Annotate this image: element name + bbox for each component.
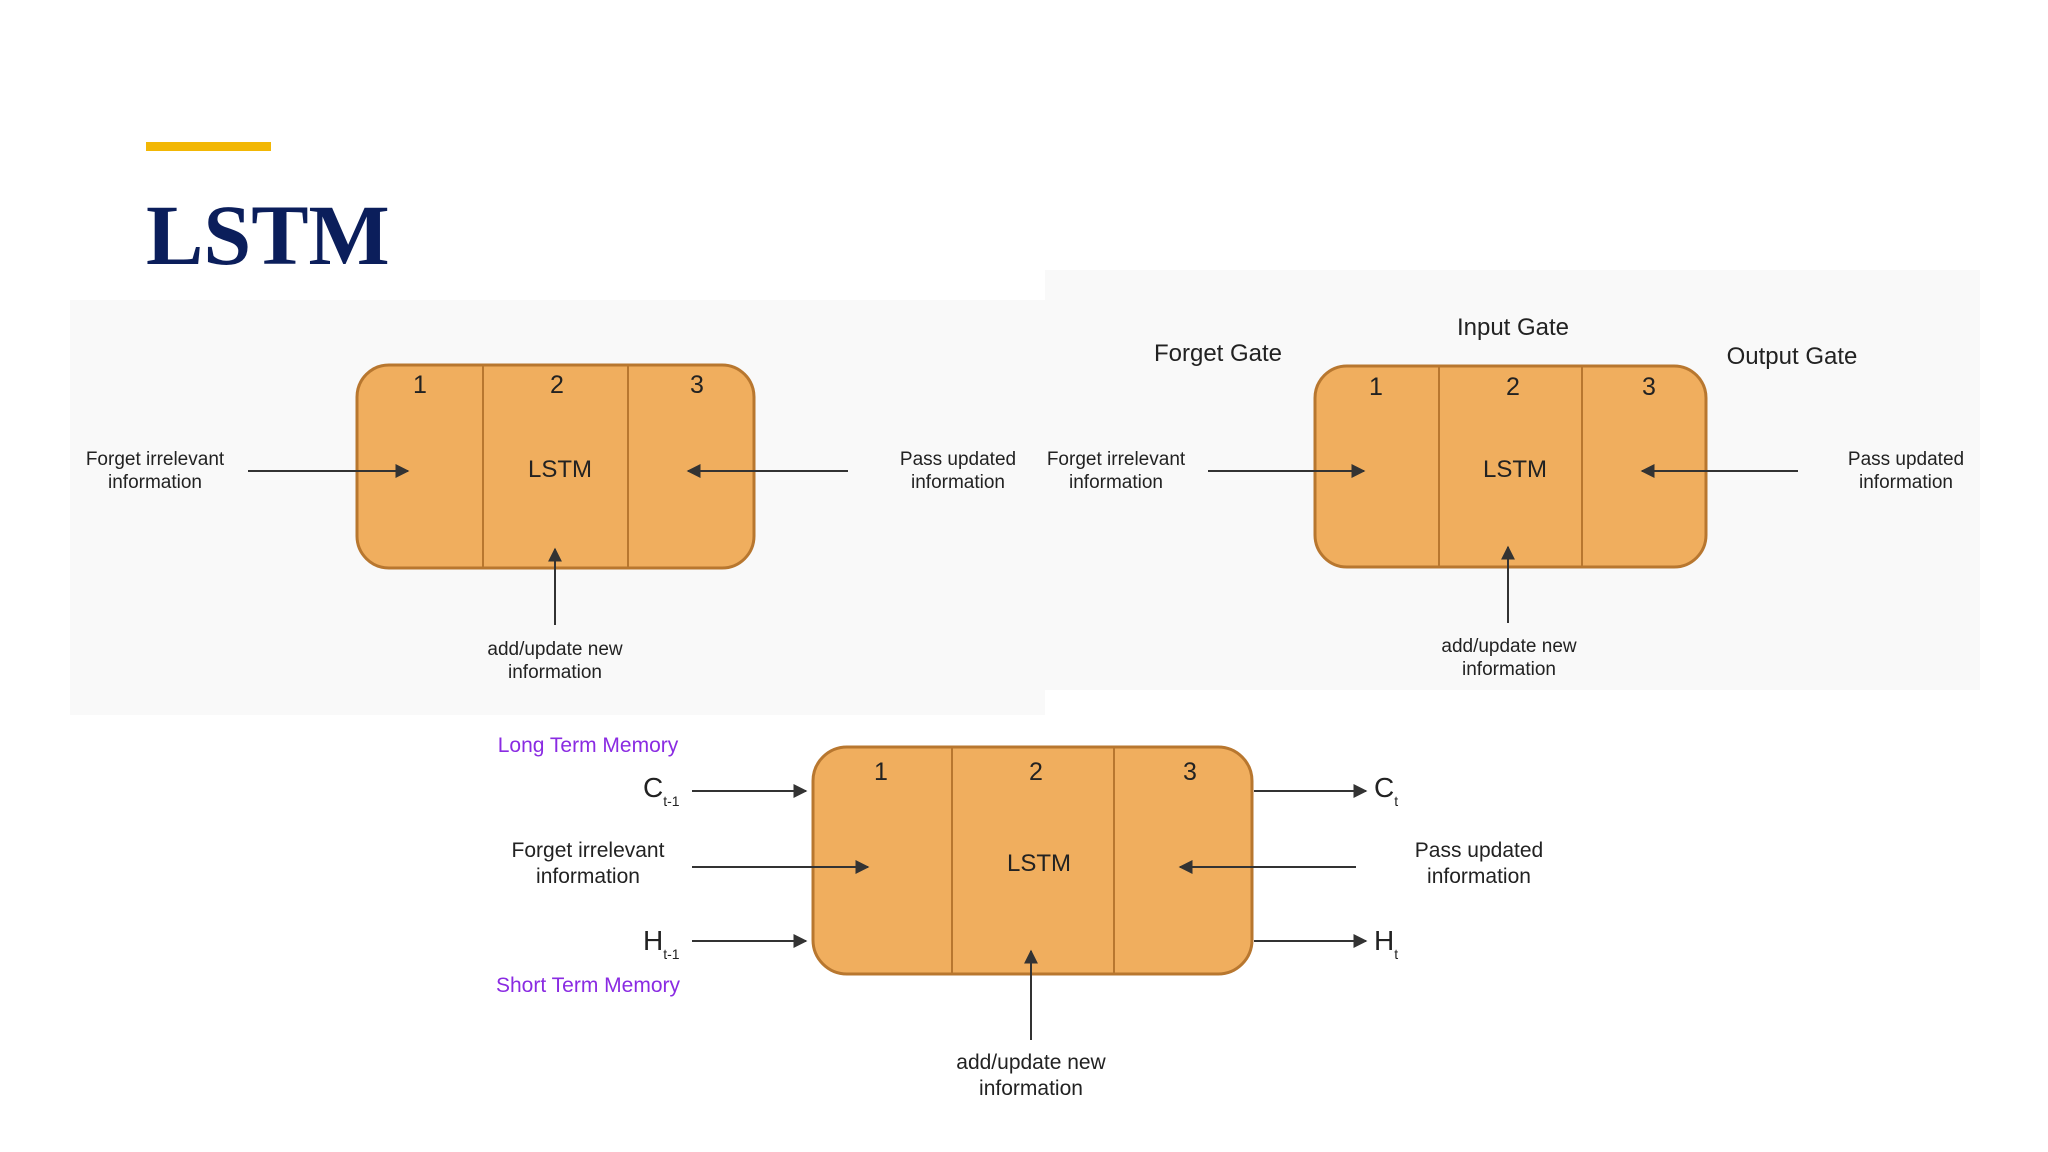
left-cell-number: 1 xyxy=(413,371,427,399)
right-pass-text: information xyxy=(1859,472,1953,493)
bottom-update-text: add/update new xyxy=(956,1051,1106,1074)
right-cell-number: 3 xyxy=(1642,373,1656,401)
right-cell-number: 1 xyxy=(1369,373,1383,401)
left-lstm-label: LSTM xyxy=(528,456,592,483)
c-prev-symbol: Ct-1 xyxy=(643,772,680,809)
left-pass-text: information xyxy=(911,472,1005,493)
bottom-update-text: information xyxy=(979,1077,1083,1100)
bottom-cell-number: 2 xyxy=(1029,758,1043,786)
slide-title: LSTM xyxy=(146,187,390,283)
bottom-cell-number: 3 xyxy=(1183,758,1197,786)
title-accent-bar xyxy=(146,142,271,151)
bottom-cell-number: 1 xyxy=(874,758,888,786)
left-update-text: information xyxy=(508,662,602,683)
left-lstm-diagram: 1 2 3 LSTM Forget irrelevant information… xyxy=(86,363,1016,683)
right-lstm-diagram: Forget Gate Input Gate Output Gate 1 2 3… xyxy=(1047,314,1964,680)
right-forget-text: Forget irrelevant xyxy=(1047,449,1186,470)
bottom-pass-text: information xyxy=(1427,865,1531,888)
output-gate-label: Output Gate xyxy=(1727,343,1858,370)
left-forget-text: Forget irrelevant xyxy=(86,449,225,470)
bottom-forget-text: Forget irrelevant xyxy=(512,839,665,862)
right-lstm-label: LSTM xyxy=(1483,456,1547,483)
right-update-text: add/update new xyxy=(1441,636,1577,657)
left-cell-number: 2 xyxy=(550,371,564,399)
h-next-symbol: Ht xyxy=(1374,925,1398,962)
long-term-memory-label: Long Term Memory xyxy=(498,734,679,757)
bottom-lstm-diagram: 1 2 3 LSTM Long Term Memory Short Term M… xyxy=(496,734,1543,1100)
bottom-pass-text: Pass updated xyxy=(1415,839,1543,862)
forget-gate-label: Forget Gate xyxy=(1154,340,1282,367)
bottom-lstm-label: LSTM xyxy=(1007,850,1071,877)
right-forget-text: information xyxy=(1069,472,1163,493)
input-gate-label: Input Gate xyxy=(1457,314,1569,341)
left-forget-text: information xyxy=(108,472,202,493)
right-update-text: information xyxy=(1462,659,1556,680)
right-lstm-box xyxy=(1313,364,1708,569)
bottom-lstm-box xyxy=(811,745,1254,976)
left-cell-number: 3 xyxy=(690,371,704,399)
h-prev-symbol: Ht-1 xyxy=(643,925,680,962)
left-update-text: add/update new xyxy=(487,639,623,660)
right-cell-number: 2 xyxy=(1506,373,1520,401)
short-term-memory-label: Short Term Memory xyxy=(496,974,680,997)
c-next-symbol: Ct xyxy=(1374,772,1398,809)
bottom-forget-text: information xyxy=(536,865,640,888)
left-pass-text: Pass updated xyxy=(900,449,1016,470)
right-pass-text: Pass updated xyxy=(1848,449,1964,470)
